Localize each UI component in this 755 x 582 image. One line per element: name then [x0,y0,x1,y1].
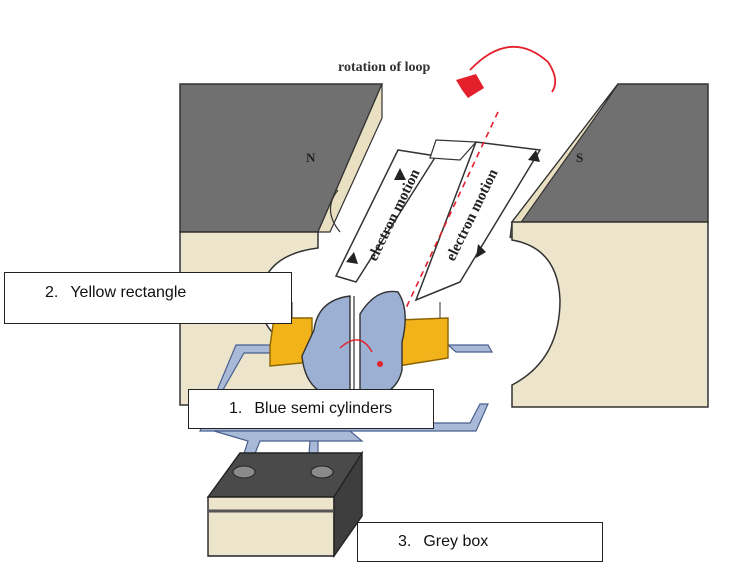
label-text: Grey box [423,533,489,550]
south-pole-label: S [576,150,583,165]
loop-left-arm [334,149,438,283]
rotation-arrow-head-icon [456,74,484,98]
label-number: 2. [45,284,59,301]
rotation-label: rotation of loop [338,60,431,75]
commutator [301,290,406,399]
label-text: Yellow rectangle [70,284,187,301]
current-arrow-left [346,252,358,264]
current-arrow-up [394,168,406,180]
circuit-wire-right [446,344,494,353]
label-number: 3. [398,533,412,550]
label-number: 1. [229,400,243,417]
commutator-axis-dot [377,361,383,367]
current-arrow-right [528,150,540,162]
loop-top-bar [429,139,478,161]
south-magnet-face [511,221,709,408]
battery-terminal-left [232,465,256,479]
armature-loop [334,111,542,373]
label-grey-box: 3. Grey box [357,522,603,562]
south-magnet-top [510,83,709,223]
loop-right-arm [414,141,542,302]
rotation-arc [469,46,557,93]
left-brush [269,317,313,367]
battery [206,450,364,559]
battery-front [207,496,335,557]
commutator-rotation-arc [339,339,373,353]
rotation-axis [375,111,499,373]
north-pole-curve [329,189,341,233]
label-text: Blue semi cylinders [254,400,393,417]
battery-terminal-right [310,465,334,479]
battery-side [333,450,363,559]
label-yellow-rectangle: 2. Yellow rectangle [4,272,292,324]
south-magnet [509,83,709,408]
north-pole-label: N [306,150,316,165]
current-arrow-down [476,244,486,258]
south-magnet-bevel [509,83,619,239]
label-blue-semi-cylinders: 1. Blue semi cylinders [188,389,434,429]
